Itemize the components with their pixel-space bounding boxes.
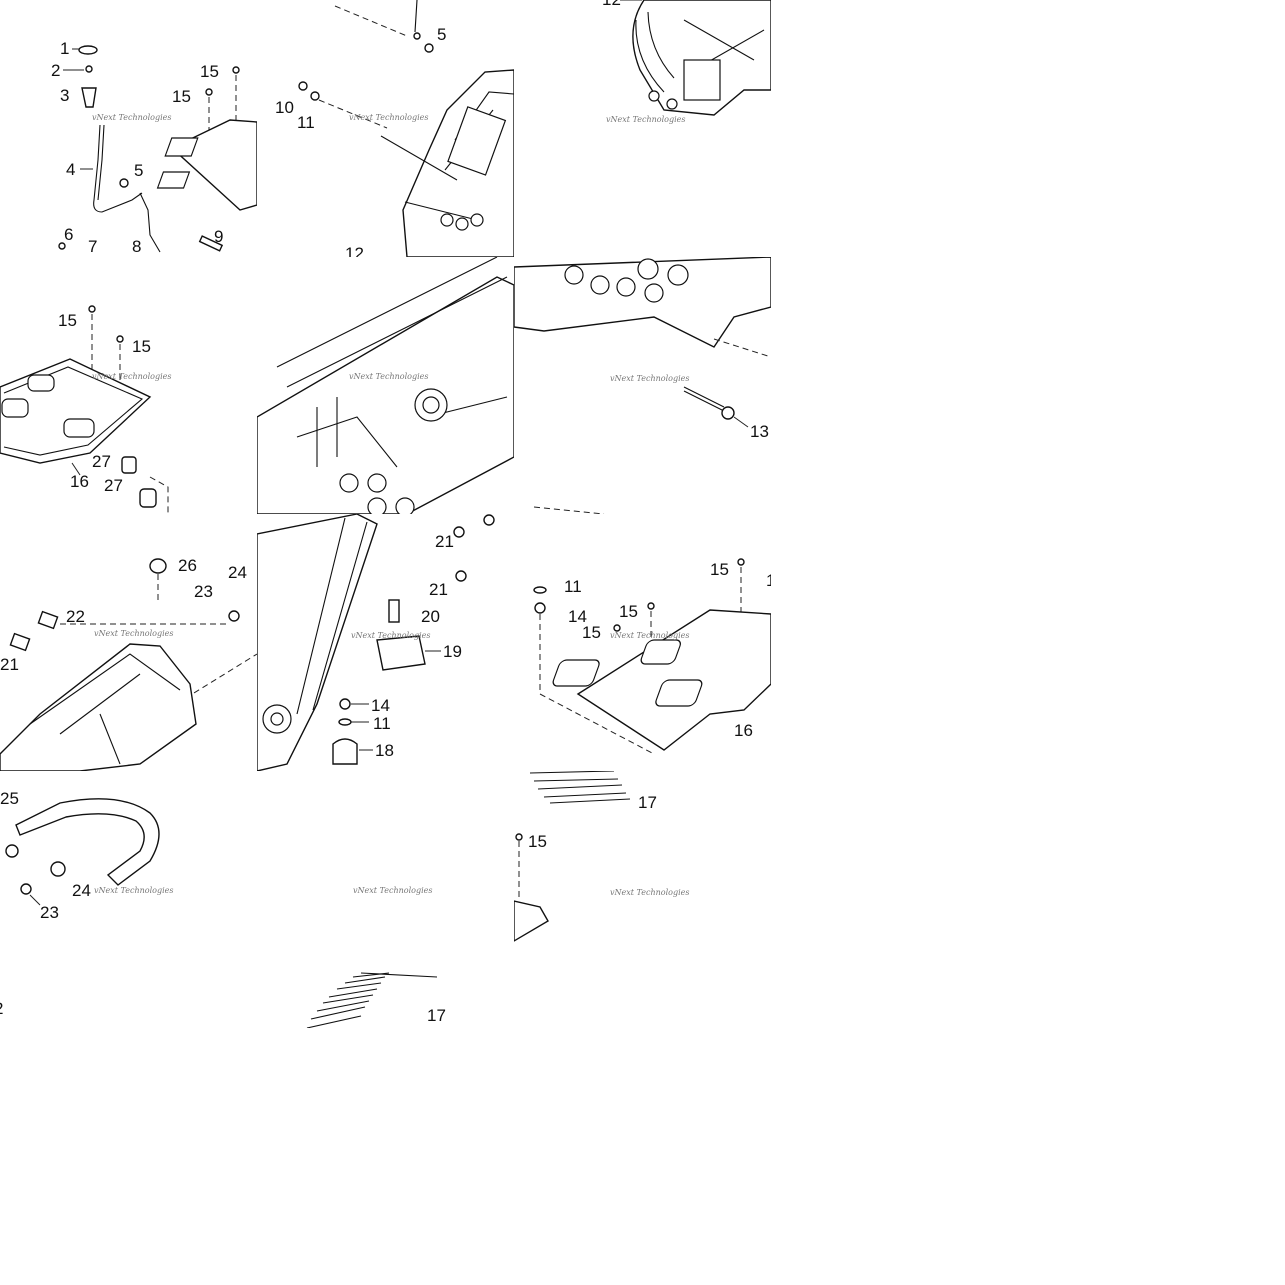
bolt-part: [388, 599, 400, 623]
callout-label: 8: [132, 237, 141, 256]
tile-engine-mounts: 21 21 20 19 14 11 18 22 vNext Technologi…: [257, 514, 514, 771]
watermark: vNext Technologies: [610, 374, 689, 383]
skid-plate-part: [514, 900, 549, 942]
rubber-mount-part: [332, 738, 358, 765]
callout-label: 17: [638, 793, 657, 812]
nut-part: [149, 558, 167, 574]
callout-label: 23: [40, 903, 59, 922]
link-rod-part: [139, 192, 161, 253]
skid-plate-part: [170, 119, 257, 211]
callout-label: 15: [619, 602, 638, 621]
bushing-part: [81, 87, 97, 108]
callout-label: 22: [257, 742, 258, 761]
callout-label: 23: [194, 582, 213, 601]
cable-tie-part: [306, 972, 438, 1028]
callout-label: 10: [275, 98, 294, 117]
callout-label: 18: [375, 741, 394, 760]
callout-label: 15: [710, 560, 729, 579]
callout-label: 17: [427, 1006, 446, 1025]
callout-label: 7: [88, 237, 97, 256]
callout-label: 25: [0, 789, 19, 808]
callout-label: 14: [568, 607, 587, 626]
tile-cable-ties-right: 17 15 vNext Technologies: [514, 771, 771, 1028]
callout-label: 27: [104, 476, 123, 495]
pin-part: [198, 235, 224, 252]
callout-label: 15: [132, 337, 151, 356]
callout-label: 15: [766, 571, 771, 590]
callout-label: 11: [564, 577, 582, 596]
callout-label: 15: [172, 87, 191, 106]
watermark: vNext Technologies: [92, 113, 171, 122]
bolt-head-part: [721, 406, 735, 420]
callout-label: 16: [70, 472, 89, 491]
center-frame-part: [257, 276, 514, 514]
callout-label: 20: [421, 607, 440, 626]
cap-part: [78, 45, 98, 55]
callout-label: 14: [371, 696, 390, 715]
tile-cable-ties: 17 vNext Technologies: [257, 771, 514, 1028]
guard-tube-part: [15, 798, 160, 886]
pin-part: [85, 65, 93, 73]
callout-label: 16: [734, 721, 753, 740]
callout-label: 13: [750, 422, 769, 441]
tile-small-parts: 1 2 3 4 5 6 7 8 9 15 15: [0, 0, 257, 257]
front-frame-part: [632, 0, 771, 116]
callout-label: 6: [64, 225, 73, 244]
cable-tie-part: [529, 771, 631, 804]
callout-label: 27: [92, 452, 111, 471]
callout-label: 21: [435, 532, 454, 551]
callout-label: 15: [200, 62, 219, 81]
bolt-part: [37, 610, 59, 630]
tile-frame-center: 21 vNext Technologies: [257, 257, 514, 514]
bushing-part: [121, 456, 137, 474]
callout-label: 4: [66, 160, 75, 179]
watermark: vNext Technologies: [94, 886, 173, 895]
lever-rod-part: [93, 124, 143, 213]
callout-label: 19: [443, 642, 462, 661]
bushing-part: [139, 488, 157, 508]
callout-label: 15: [582, 623, 601, 642]
callout-label: 5: [134, 161, 143, 180]
callout-label: 12: [602, 0, 621, 9]
callout-label: 24: [228, 563, 247, 582]
watermark: vNext Technologies: [353, 886, 432, 895]
tile-footrest: 13 vNext Technologies: [514, 257, 771, 514]
callout-label: 5: [437, 25, 446, 44]
callout-label: 12: [345, 244, 364, 257]
tile-bumper-bracket: 26 23 24 22 21 vNext Technologies: [0, 514, 257, 771]
callout-label: 26: [178, 556, 197, 575]
watermark: vNext Technologies: [610, 631, 689, 640]
watermark: vNext Technologies: [92, 372, 171, 381]
tile-guard-tube: 25 24 23 2 vNext Technologies: [0, 771, 257, 1028]
callout-label: 11: [373, 714, 391, 733]
callout-label: 21: [429, 580, 448, 599]
callout-label: 3: [60, 86, 69, 105]
watermark: vNext Technologies: [94, 629, 173, 638]
watermark: vNext Technologies: [351, 631, 430, 640]
callout-label: 22: [66, 607, 85, 626]
nut-part: [50, 861, 66, 877]
callout-label: 15: [528, 832, 547, 851]
tile-frame-front: 12 vNext Technologies: [514, 0, 771, 257]
watermark: vNext Technologies: [610, 888, 689, 897]
tile-skid-plate-right: 11 14 15 15 15 16 15 vNext Technologies: [514, 514, 771, 771]
tile-skid-plate-left: 15 15 16 27 27 vNext Technologies: [0, 257, 257, 514]
mount-bracket-part: [376, 635, 426, 671]
watermark: vNext Technologies: [349, 113, 428, 122]
callout-label: 24: [72, 881, 91, 900]
callout-label: 21: [0, 655, 19, 674]
callout-label: 11: [297, 113, 315, 132]
callout-label: 15: [58, 311, 77, 330]
bolt-part: [9, 632, 31, 652]
bumper-bracket-part: [0, 643, 197, 771]
watermark: vNext Technologies: [349, 372, 428, 381]
callout-label: 2: [51, 61, 60, 80]
callout-label: 2: [0, 999, 3, 1018]
tile-frame-rear-upper: 5 10 11 12 vNext Technologies: [257, 0, 514, 257]
watermark: vNext Technologies: [606, 115, 685, 124]
frame-tube-part: [257, 514, 378, 771]
callout-label: 9: [214, 227, 223, 246]
callout-label: 1: [60, 39, 69, 58]
